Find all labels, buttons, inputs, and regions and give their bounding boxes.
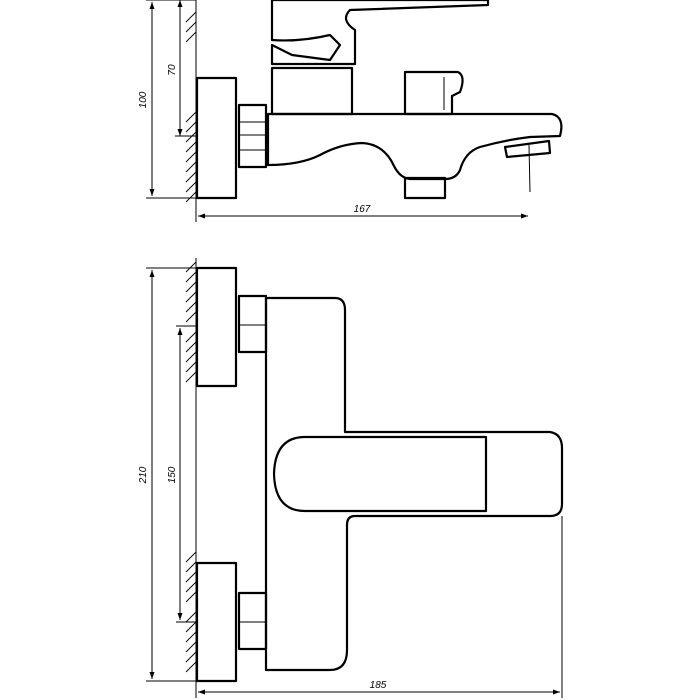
side-view: 100 70 167	[138, 0, 563, 222]
lever-handle-side	[270, 0, 490, 66]
dim-depth: 185	[195, 516, 563, 698]
top-view: 210 150 185	[138, 258, 564, 698]
dim-height-outer: 100	[138, 0, 196, 199]
dim-label-185: 185	[370, 680, 387, 691]
eccentric-nut-side	[237, 103, 268, 169]
mixer-body-side	[266, 112, 563, 181]
flange-top-lower	[195, 561, 238, 683]
mixer-body-top	[264, 296, 564, 672]
dim-label-70: 70	[167, 64, 178, 76]
diverter-knob	[403, 70, 464, 116]
dim-label-167: 167	[354, 204, 371, 215]
wall-hatch-top	[185, 258, 197, 690]
dim-label-100: 100	[138, 91, 149, 108]
flange-top-upper	[195, 266, 238, 388]
dim-width-inner: 150	[167, 325, 196, 623]
lever-handle-top	[272, 435, 488, 513]
cartridge-body	[270, 66, 354, 116]
eccentric-nut-top-lower	[237, 591, 268, 651]
flange-side	[195, 76, 238, 200]
dim-label-210: 210	[138, 466, 149, 484]
wall-hatch-side	[185, 0, 197, 203]
dim-width-outer: 210	[138, 267, 196, 682]
dim-length: 167	[195, 202, 528, 222]
bottom-outlet-box	[403, 176, 447, 200]
dim-height-inner: 70	[167, 0, 196, 137]
dim-label-150: 150	[167, 466, 178, 483]
spout-outlet	[503, 139, 552, 159]
eccentric-nut-top-upper	[237, 294, 268, 354]
